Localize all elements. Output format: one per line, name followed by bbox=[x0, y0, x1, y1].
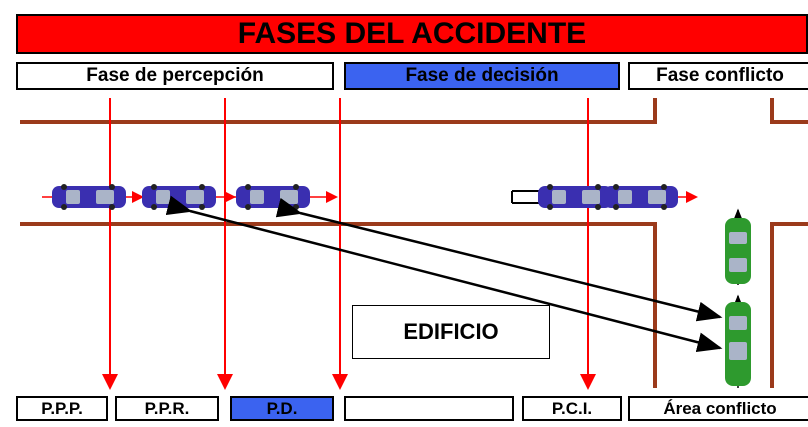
blue-car-2 bbox=[132, 184, 236, 210]
point-label-pci: P.C.I. bbox=[522, 396, 622, 421]
phase-conflict-label: Fase conflicto bbox=[628, 62, 808, 90]
sight-line-ppr bbox=[165, 195, 723, 353]
diagram-title: FASES DEL ACCIDENTE bbox=[16, 14, 808, 54]
phase-decision-label: Fase de decisión bbox=[344, 62, 620, 90]
intersection-scene bbox=[20, 98, 808, 390]
point-label-conflict-area: Área conflicto bbox=[628, 396, 808, 421]
point-label-ppp: P.P.P. bbox=[16, 396, 108, 421]
phase-perception-label: Fase de percepción bbox=[16, 62, 334, 90]
green-car-bottom bbox=[725, 294, 751, 388]
building-label: EDIFICIO bbox=[352, 305, 550, 359]
blue-car-3 bbox=[226, 184, 338, 210]
blue-car-braking bbox=[511, 184, 612, 210]
point-label-pd: P.D. bbox=[230, 396, 334, 421]
road-bottom-edge-right bbox=[770, 222, 808, 388]
sight-lines bbox=[165, 195, 723, 353]
road-top-edge-left bbox=[20, 98, 657, 124]
road-top-edge-right bbox=[770, 98, 808, 124]
blue-car-1 bbox=[42, 184, 144, 210]
blue-car-stopped bbox=[604, 184, 698, 210]
green-car-top bbox=[725, 208, 751, 285]
point-label-ppr: P.P.R. bbox=[115, 396, 219, 421]
point-label-empty bbox=[344, 396, 514, 421]
